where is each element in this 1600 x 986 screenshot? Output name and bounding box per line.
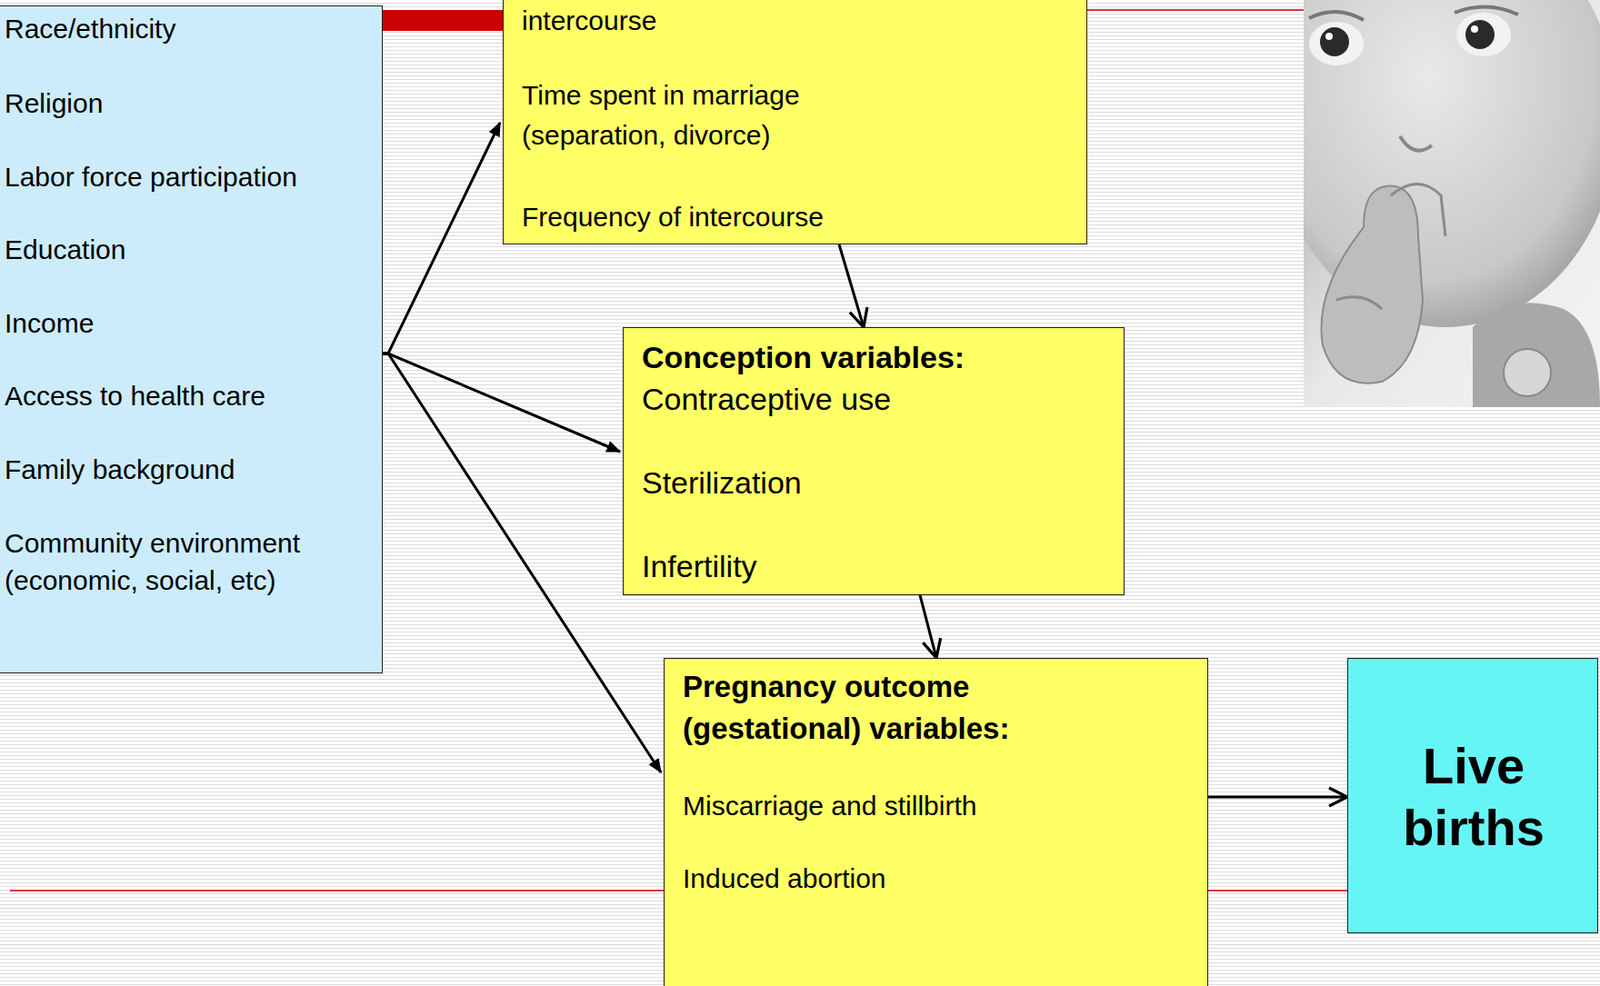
box-item: Community environment (economic, social,… xyxy=(4,525,369,600)
box-item: Labor force participation xyxy=(4,159,298,197)
box-item: Race/ethnicity xyxy=(4,10,176,49)
box-item: Sterilization xyxy=(641,462,802,505)
box-item: Education xyxy=(4,231,126,270)
outcome-label: Live births xyxy=(1360,735,1588,858)
box-item: intercourse xyxy=(521,0,657,41)
box-item: Time spent in marriage (separation, divo… xyxy=(521,75,868,155)
box-item: Contraceptive use xyxy=(641,379,891,421)
flow-arrow xyxy=(839,244,864,328)
rule-line xyxy=(1087,9,1304,11)
variable-box: Conception variables:Contraceptive useSt… xyxy=(622,327,1125,596)
box-item: Religion xyxy=(4,85,103,123)
box-heading: Conception variables: xyxy=(641,337,965,380)
box-item: Access to health care xyxy=(4,378,266,416)
title-bar xyxy=(372,10,503,31)
flow-arrow xyxy=(382,122,500,354)
box-heading: Pregnancy outcome (gestational) variable… xyxy=(682,666,1129,750)
box-item: Income xyxy=(4,305,94,343)
box-item: Family background xyxy=(4,451,235,490)
flow-arrow xyxy=(382,353,620,452)
baby-photo xyxy=(1303,0,1600,408)
flow-arrow xyxy=(920,595,937,659)
factor-box: Race/ethnicityReligionLabor force partic… xyxy=(0,5,383,674)
flow-arrow xyxy=(1208,796,1348,800)
outcome-box: Live births xyxy=(1347,658,1599,934)
box-item: Miscarriage and stillbirth xyxy=(682,788,977,826)
box-item: Frequency of intercourse xyxy=(521,197,824,238)
flow-arrow xyxy=(382,353,661,773)
box-item: Induced abortion xyxy=(682,860,887,899)
box-item: Infertility xyxy=(641,546,758,589)
variable-box: Pregnancy outcome (gestational) variable… xyxy=(663,658,1209,986)
variable-box: intercourseTime spent in marriage (separ… xyxy=(502,0,1088,245)
